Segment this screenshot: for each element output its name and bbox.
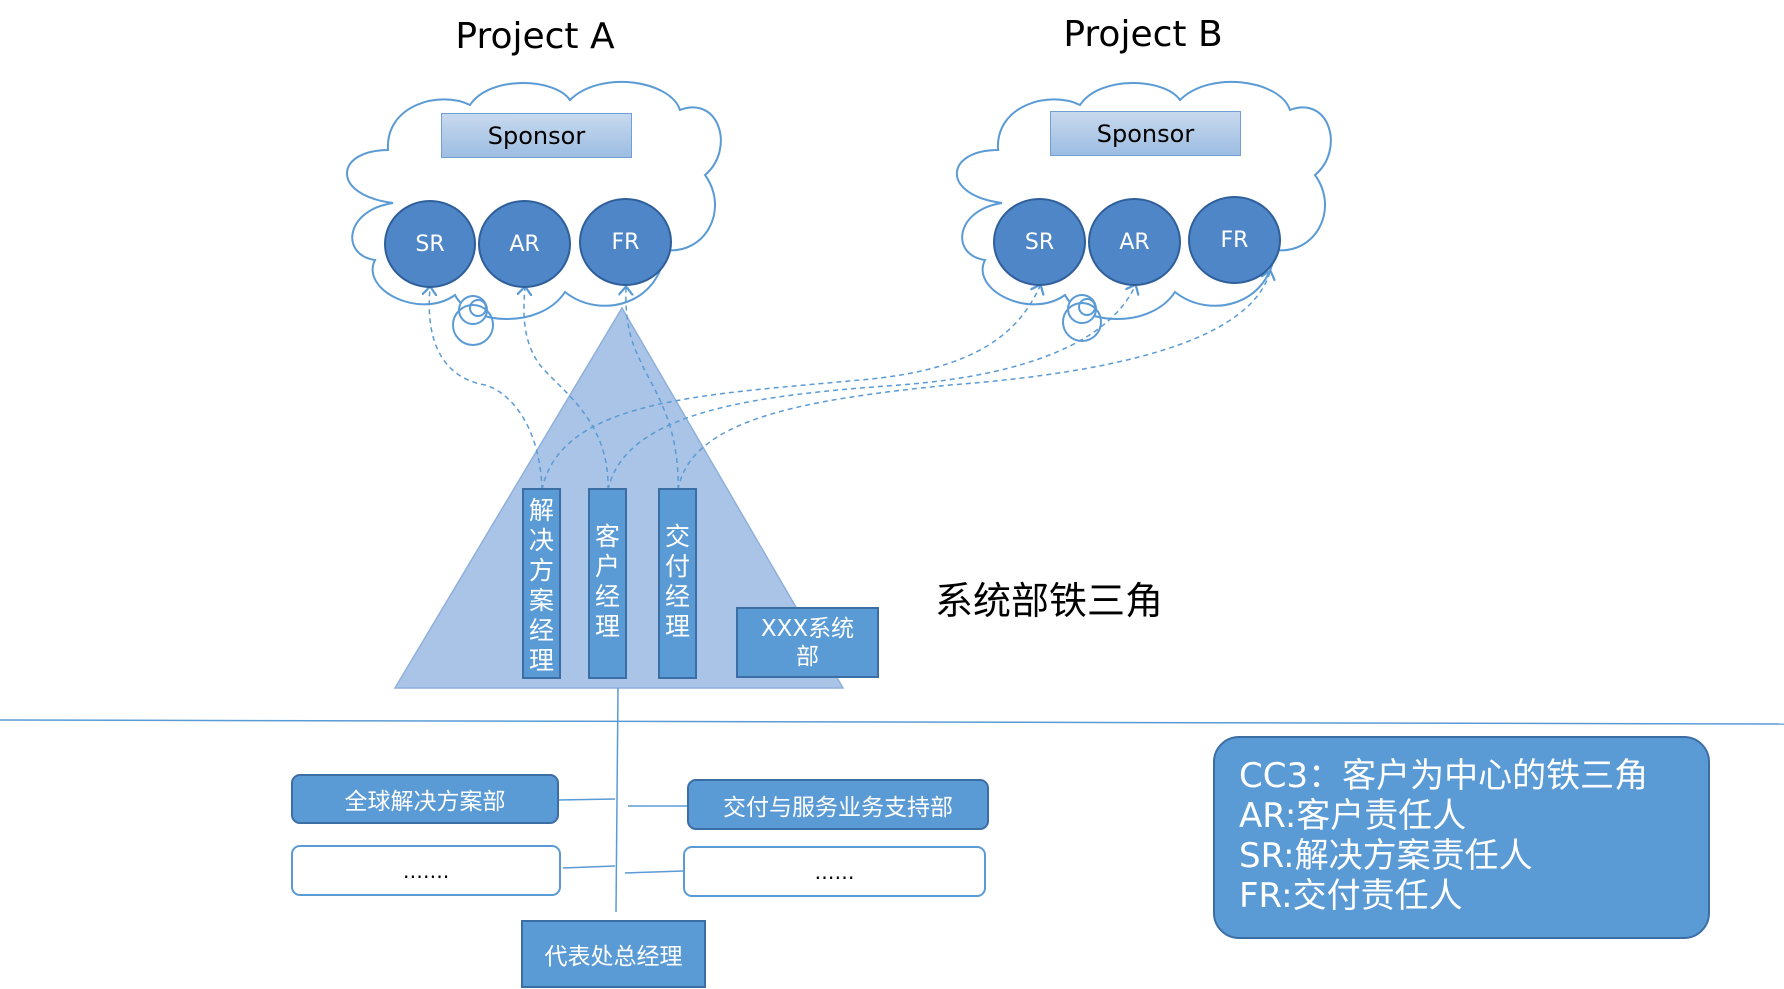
char: 交 [664,522,690,551]
iron-triangle-label: 系统部铁三角 [935,579,1164,623]
legend-line: AR:客户责任人 [1239,796,1467,836]
char: 理 [594,612,620,641]
char: 付 [664,552,690,581]
project-b-sr[interactable]: SR [993,198,1086,286]
legend-box: CC3：客户为中心的铁三角 AR:客户责任人 SR:解决方案责任人 FR:交付责… [1213,736,1710,939]
project-a-fr[interactable]: FR [579,198,672,286]
divider-line [0,719,1784,725]
project-b-sponsor: Sponsor [1050,111,1241,156]
project-a-title: Project A [455,16,615,57]
project-b-fr[interactable]: FR [1188,196,1281,284]
project-b-title: Project B [1063,14,1223,55]
org-branch-line [624,870,684,874]
cloud-bubble [1062,302,1102,342]
project-a-sr[interactable]: SR [384,200,476,288]
legend-line: FR:交付责任人 [1239,876,1463,916]
placeholder-right-box[interactable]: …… [683,846,986,897]
global-solutions-dept-box[interactable]: 全球解决方案部 [291,774,559,824]
project-b-ar[interactable]: AR [1088,198,1181,286]
representative-office-gm-box[interactable]: 代表处总经理 [521,920,706,988]
char: 户 [594,552,620,581]
char: 决 [528,526,554,555]
department-line2: 部 [796,643,819,670]
delivery-service-support-box[interactable]: 交付与服务业务支持部 [687,779,989,830]
placeholder-left-box[interactable]: ……. [291,845,561,896]
delivery-manager-box[interactable]: 交 付 经 理 [658,488,697,679]
char: 理 [664,612,690,641]
cloud-bubble [469,299,487,317]
org-branch-line [562,865,616,869]
org-vertical-line [615,687,619,913]
cloud-bubble [452,304,494,346]
solution-manager-box[interactable]: 解 决 方 案 经 理 [522,488,561,679]
char: 解 [528,496,554,525]
department-line1: XXX系统 [760,615,855,642]
legend-line: CC3：客户为中心的铁三角 [1239,756,1649,796]
char: 案 [528,586,554,615]
char: 经 [594,582,620,611]
connectors-project-b [541,272,1270,491]
char: 经 [528,616,554,645]
legend-line: SR:解决方案责任人 [1239,836,1533,876]
connectors-project-a [429,288,679,491]
char: 方 [528,556,554,585]
project-a-ar[interactable]: AR [478,200,571,288]
account-manager-box[interactable]: 客 户 经 理 [588,488,627,679]
char: 理 [528,646,554,675]
project-a-sponsor: Sponsor [441,113,632,158]
char: 经 [664,582,690,611]
org-branch-line [557,798,616,801]
char: 客 [594,522,620,551]
system-department-box[interactable]: XXX系统 部 [736,607,879,678]
